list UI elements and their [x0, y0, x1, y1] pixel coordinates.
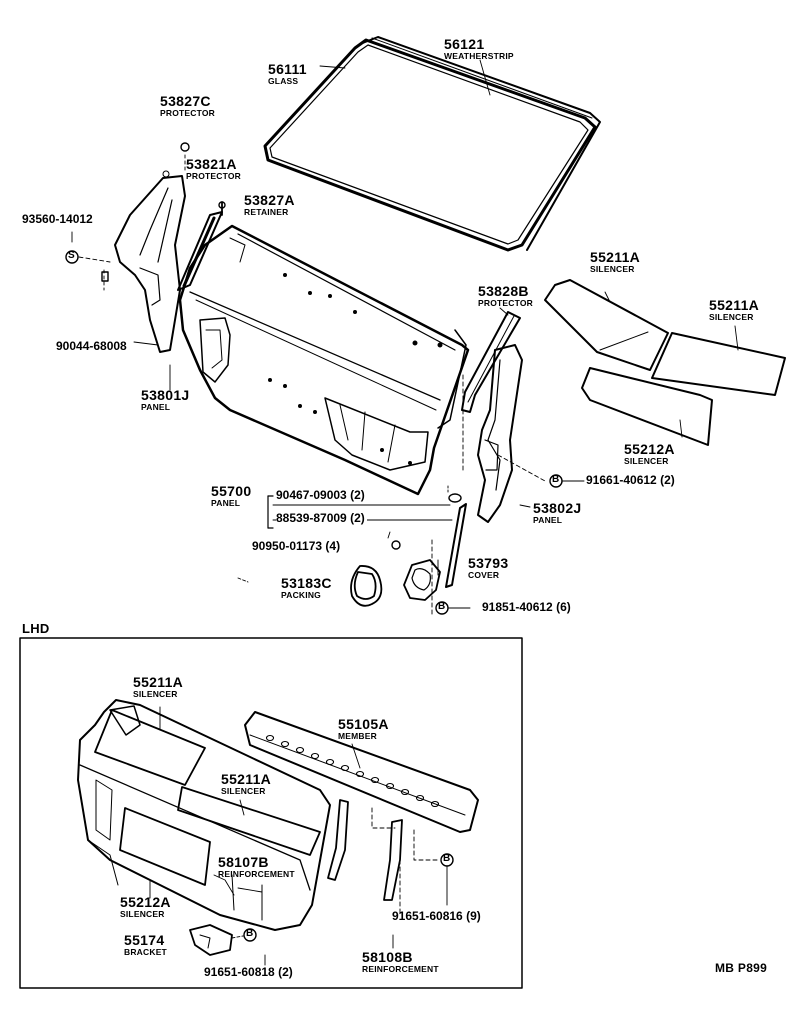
- lhd-reinforcement-58107b: [327, 799, 349, 881]
- silencer-55211a-upper: [544, 279, 669, 371]
- label-88539: 88539-87009 (2): [276, 511, 367, 525]
- leader-56111: [319, 65, 346, 69]
- side-panel-right: [477, 344, 523, 523]
- protector-cap-53827c: [180, 142, 190, 152]
- lhd-silencer-upper: [94, 709, 206, 786]
- label-lhd-91651-9: 91651-60816 (9): [392, 909, 481, 923]
- label-lhd-55211a-1: 55211A SILENCER: [133, 674, 184, 699]
- lhd-inset-box: [19, 637, 523, 989]
- side-panel-left: [114, 170, 186, 353]
- label-lhd-55212a: 55212A SILENCER: [120, 894, 171, 919]
- lhd-cowl-panel: [77, 699, 331, 931]
- label-53821a: 53821A PROTECTOR: [186, 156, 242, 181]
- lhd-silencer-middle: [177, 786, 321, 856]
- lhd-reinforcement-58108b: [383, 819, 403, 901]
- leader-91661: [497, 454, 546, 482]
- page-code: MB P899: [715, 961, 768, 975]
- packing-53183c: [350, 565, 383, 607]
- cover-strip-53793: [445, 503, 467, 588]
- silencer-55212a: [581, 367, 713, 446]
- lhd-bolt-b-letter-2: B: [246, 928, 254, 939]
- bolt-b-letter: B: [552, 474, 560, 485]
- label-90950: 90950-01173 (4): [252, 539, 341, 553]
- label-53183c: 53183C PACKING: [281, 575, 332, 600]
- label-56121: 56121 WEATHERSTRIP: [444, 36, 514, 61]
- screw-s-symbol: [65, 250, 79, 264]
- leader-56121: [479, 59, 491, 96]
- label-90467: 90467-09003 (2): [276, 488, 367, 502]
- silencer-55211a-right: [651, 325, 786, 396]
- clip-90467: [448, 493, 462, 503]
- clip-90044: [101, 271, 109, 282]
- lhd-silencer-lower: [119, 807, 211, 886]
- label-lhd-58107b: 58107B REINFORCEMENT: [218, 854, 295, 879]
- label-53793: 53793 COVER: [468, 555, 509, 580]
- cowl-top-panel: [178, 224, 470, 496]
- protector-strip-right: [461, 311, 521, 413]
- cover-53793: [403, 559, 441, 601]
- label-90044: 90044-68008: [56, 339, 127, 353]
- label-53827c: 53827C PROTECTOR: [160, 93, 216, 118]
- label-56111: 56111 GLASS: [268, 61, 307, 86]
- label-53801j: 53801J PANEL: [141, 387, 190, 412]
- label-55211a-2: 55211A SILENCER: [709, 297, 760, 322]
- lhd-bolt-b-letter: B: [443, 853, 451, 864]
- lhd-member: [244, 711, 479, 833]
- label-lhd-58108b: 58108B REINFORCEMENT: [362, 949, 439, 974]
- grommet-90950: [391, 540, 401, 550]
- label-55700: 55700 PANEL: [211, 483, 252, 508]
- leader-90044-b: [133, 341, 159, 346]
- label-55211a-1: 55211A SILENCER: [590, 249, 641, 274]
- label-lhd-55105a: 55105A MEMBER: [338, 716, 389, 741]
- screw-s-letter: S: [68, 250, 75, 261]
- label-53827a: 53827A RETAINER: [244, 192, 295, 217]
- label-lhd-91651-2: 91651-60818 (2): [204, 965, 293, 979]
- lhd-member-holes: [265, 734, 440, 808]
- label-53828b: 53828B PROTECTOR: [478, 283, 534, 308]
- label-93560: 93560-14012: [22, 212, 93, 226]
- windshield-glass: [263, 38, 597, 252]
- label-53802j: 53802J PANEL: [533, 500, 582, 525]
- label-91661: 91661-40612 (2): [586, 473, 675, 487]
- label-55212a: 55212A SILENCER: [624, 441, 675, 466]
- protector-strip-left: [177, 211, 223, 291]
- leader-55105a: [351, 743, 361, 769]
- windshield-weatherstrip: [359, 36, 601, 251]
- label-lhd-55211a-2: 55211A SILENCER: [221, 771, 272, 796]
- leader-93560: [78, 256, 111, 263]
- lhd-bolt-b-symbol-2: [243, 928, 257, 942]
- lhd-bracket-55174: [189, 924, 233, 956]
- label-lhd-55174: 55174 BRACKET: [124, 932, 167, 957]
- bolt-b-letter-2: B: [438, 601, 446, 612]
- lhd-section-label: LHD: [22, 621, 50, 636]
- label-91851: 91851-40612 (6): [482, 600, 571, 614]
- leader-53802j: [519, 504, 531, 508]
